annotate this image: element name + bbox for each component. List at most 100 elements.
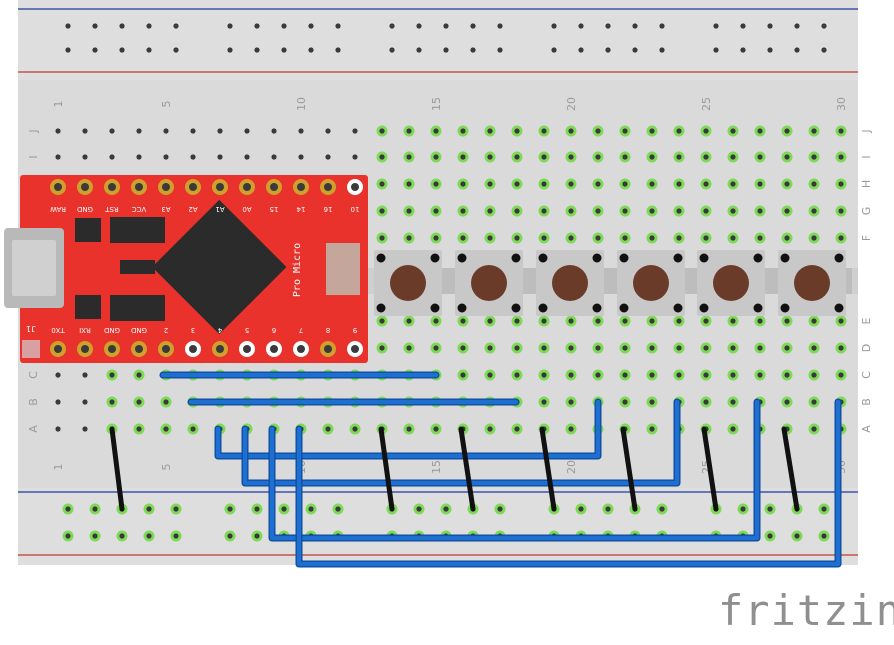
pin-label-bottom: 5	[245, 326, 249, 334]
hole	[838, 208, 844, 214]
button-leg	[673, 253, 683, 263]
hole	[811, 154, 817, 160]
hole	[514, 345, 520, 351]
hole	[568, 399, 574, 405]
pin-label-top: VCC	[132, 205, 147, 213]
black-wire	[458, 426, 476, 512]
board-name: Pro Micro	[292, 243, 303, 297]
button-leg	[511, 253, 521, 263]
blue-wire	[296, 399, 841, 567]
column-label: 20	[565, 97, 578, 111]
button-leg	[753, 253, 763, 263]
rail-hole	[740, 23, 746, 29]
rail-hole	[146, 47, 152, 53]
hole	[784, 128, 790, 134]
hole	[784, 399, 790, 405]
hole	[109, 372, 115, 378]
button-strip	[374, 268, 852, 294]
rail-hole	[281, 506, 287, 512]
hole	[595, 154, 601, 160]
hole	[649, 154, 655, 160]
hole	[298, 154, 304, 160]
hole	[784, 318, 790, 324]
hole	[487, 372, 493, 378]
hole	[514, 128, 520, 134]
hole	[514, 208, 520, 214]
hole	[595, 372, 601, 378]
hole	[703, 372, 709, 378]
rail-hole	[497, 506, 503, 512]
pin-hole	[243, 345, 251, 353]
pin-hole	[189, 345, 197, 353]
rail-hole	[65, 506, 71, 512]
hole	[379, 154, 385, 160]
hole	[487, 345, 493, 351]
hole	[55, 399, 61, 405]
hole	[541, 372, 547, 378]
pin-hole	[324, 183, 332, 191]
rail-hole	[443, 47, 449, 53]
hole	[136, 154, 142, 160]
rail-hole	[470, 23, 476, 29]
hole	[433, 208, 439, 214]
hole	[784, 208, 790, 214]
row-label: E	[860, 317, 873, 324]
rail-hole	[119, 47, 125, 53]
hole	[55, 372, 61, 378]
hole	[406, 318, 412, 324]
column-label: 25	[700, 97, 713, 111]
pin-hole	[270, 345, 278, 353]
hole	[703, 235, 709, 241]
rail-hole	[551, 47, 557, 53]
hole	[163, 128, 169, 134]
hole	[811, 318, 817, 324]
hole	[811, 426, 817, 432]
hole	[379, 208, 385, 214]
hole	[379, 318, 385, 324]
hole	[622, 372, 628, 378]
button-cap	[552, 265, 588, 301]
hole	[784, 154, 790, 160]
rail-hole	[65, 23, 71, 29]
hole	[163, 426, 169, 432]
button-leg	[780, 253, 790, 263]
hole	[757, 235, 763, 241]
hole	[433, 235, 439, 241]
crystal	[326, 243, 360, 295]
pin-hole	[135, 183, 143, 191]
blue-wire	[215, 399, 601, 459]
hole	[244, 154, 250, 160]
rail-hole	[173, 47, 179, 53]
rail-hole	[767, 23, 773, 29]
hole	[487, 235, 493, 241]
rail-hole	[821, 533, 827, 539]
hole	[784, 345, 790, 351]
row-label: C	[27, 371, 40, 379]
hole	[568, 208, 574, 214]
button-leg	[376, 253, 386, 263]
hole	[325, 154, 331, 160]
hole	[757, 128, 763, 134]
jumper-label: J1	[26, 324, 36, 333]
rail-hole	[254, 506, 260, 512]
button-leg	[673, 303, 683, 313]
hole	[568, 426, 574, 432]
pin-label-bottom: GND	[131, 326, 147, 334]
black-wire	[539, 426, 557, 512]
pin-hole	[54, 345, 62, 353]
hole	[757, 318, 763, 324]
hole	[460, 128, 466, 134]
pin-hole	[135, 345, 143, 353]
button-leg	[538, 303, 548, 313]
button-leg	[780, 303, 790, 313]
hole	[379, 181, 385, 187]
button-leg	[457, 253, 467, 263]
button-cap	[471, 265, 507, 301]
hole	[811, 128, 817, 134]
row-label: B	[27, 398, 40, 406]
hole	[622, 318, 628, 324]
hole	[730, 154, 736, 160]
hole	[784, 181, 790, 187]
hole	[82, 426, 88, 432]
